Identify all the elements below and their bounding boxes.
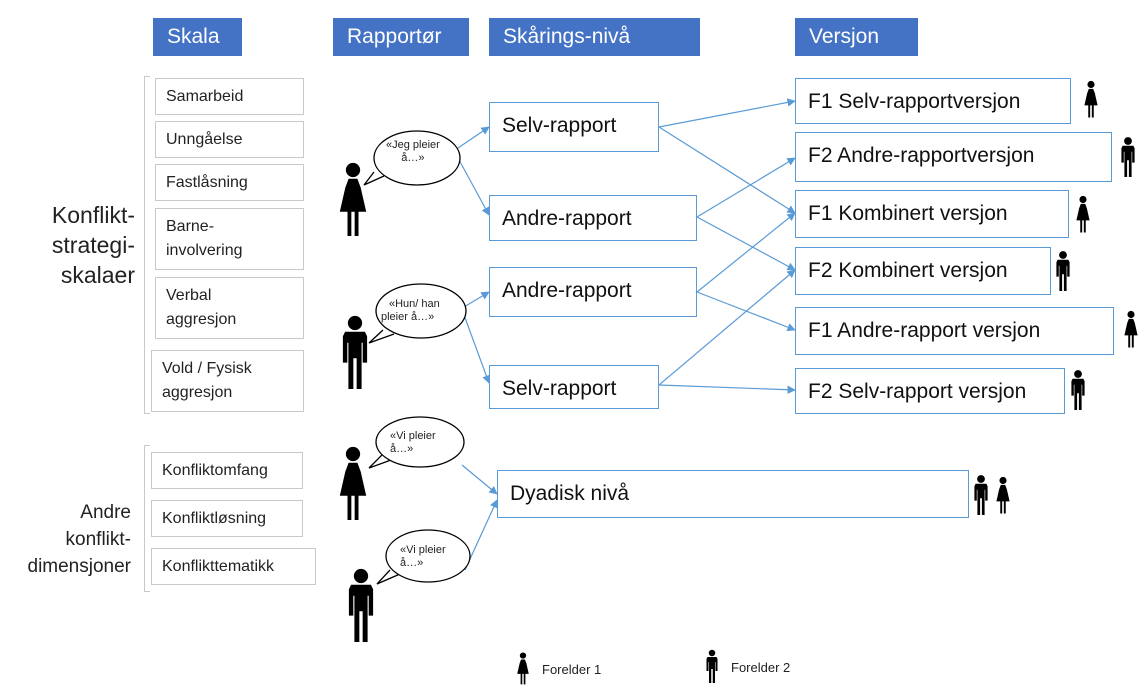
scale-label: Barne-	[166, 218, 215, 235]
group-label-line: konflikt-	[65, 529, 131, 550]
version-f1-andre-rapport: F1 Andre-rapport versjon	[795, 307, 1114, 355]
legend-female-icon	[517, 652, 529, 685]
scale-label: aggresjon	[166, 311, 237, 328]
scale-konflikttematikk: Konflikttematikk	[151, 548, 316, 585]
group-label-konflikt-strategi: Konflikt- strategi- skalaer	[20, 200, 135, 290]
group-label-line: Andre	[80, 502, 131, 523]
scale-vold-fysisk-aggresjon: Vold / Fysisk aggresjon	[151, 350, 304, 412]
header-skarings-niva: Skårings-nivå	[489, 18, 700, 56]
arrow-andre1-to-v4	[696, 216, 796, 271]
legend-forelder-1: Forelder 1	[542, 662, 602, 677]
version-female-icon	[1076, 195, 1090, 233]
version-f2-selv-rapport: F2 Selv-rapport versjon	[795, 368, 1065, 414]
arrow-hun-to-selv	[463, 314, 491, 384]
reporter-female-dyadic-icon	[339, 446, 367, 520]
speech-bubble-4	[376, 569, 401, 585]
bubble-line: å…»	[401, 152, 425, 164]
version-f2-andre-rapport: F2 Andre-rapportversjon	[795, 132, 1112, 182]
bubble-line: «Jeg pleier	[386, 139, 440, 151]
arrow-selv2-to-v6	[658, 384, 796, 394]
version-female-icon	[1124, 310, 1138, 348]
reporter-female-icon	[339, 162, 367, 236]
level-andre-rapport-1: Andre-rapport	[489, 195, 697, 241]
level-andre-rapport-2: Andre-rapport	[489, 267, 697, 317]
bubble-line: «Vi pleier	[390, 430, 436, 442]
version-f1-selv-rapport: F1 Selv-rapportversjon	[795, 78, 1071, 124]
version-f1-kombinert: F1 Kombinert versjon	[795, 190, 1069, 238]
legend-male-icon	[706, 649, 718, 683]
version-male-icon	[1071, 370, 1085, 410]
header-versjon: Versjon	[795, 18, 918, 56]
level-dyadisk: Dyadisk nivå	[497, 470, 969, 518]
group-label-andre-dimensjoner: Andre konflikt- dimensjoner	[4, 499, 132, 580]
header-skala: Skala	[153, 18, 242, 56]
scale-samarbeid: Samarbeid	[155, 78, 304, 115]
scale-label: Vold / Fysisk	[162, 360, 252, 377]
scale-label: aggresjon	[162, 384, 233, 401]
scale-konfliktomfang: Konfliktomfang	[151, 452, 303, 489]
version-f2-kombinert: F2 Kombinert versjon	[795, 247, 1051, 295]
dyadic-female-icon	[996, 476, 1010, 514]
group-label-line: strategi-	[51, 232, 135, 258]
arrow-andre1-to-v2	[696, 157, 796, 218]
version-male-icon	[1121, 137, 1135, 177]
scale-label: Verbal	[166, 287, 212, 304]
version-female-icon	[1084, 80, 1098, 118]
scale-label: Konfliktomfang	[162, 462, 268, 479]
bubble-text-vi-1: «Vi pleier å…»	[390, 430, 436, 456]
bracket-bottom	[144, 445, 150, 592]
bracket-top	[144, 76, 150, 414]
bubble-text-hun-han: «Hun/ han pleier å…»	[381, 298, 440, 324]
bubble-text-vi-2: «Vi pleier å…»	[400, 544, 446, 570]
level-selv-rapport-2: Selv-rapport	[489, 365, 659, 409]
version-male-icon	[1056, 251, 1070, 291]
bubble-line: å…»	[390, 443, 414, 455]
arrow-selv2-to-v4	[658, 269, 796, 386]
bubble-line: «Vi pleier	[400, 544, 446, 556]
dyadic-male-icon	[974, 475, 988, 515]
scale-barneinvolvering: Barne- involvering	[155, 208, 304, 270]
level-selv-rapport-1: Selv-rapport	[489, 102, 659, 152]
scale-unngaelse: Unngåelse	[155, 121, 304, 158]
scale-fastlasning: Fastlåsning	[155, 164, 304, 201]
speech-bubble-2-body	[375, 283, 467, 339]
group-label-line: dimensjoner	[27, 556, 132, 577]
scale-label: Unngåelse	[166, 131, 243, 148]
arrow-jeg-to-andre	[457, 157, 490, 216]
speech-bubble-4-body	[385, 529, 471, 583]
arrow-jeg-to-selv	[457, 126, 490, 149]
arrow-selv1-to-v1	[658, 98, 796, 128]
speech-bubble-1-body	[373, 130, 461, 186]
scale-label: Konfliktløsning	[162, 510, 267, 527]
speech-bubble-1	[363, 171, 385, 186]
speech-bubble-3-body	[375, 416, 465, 468]
reporter-male-dyadic-icon	[348, 568, 374, 642]
legend-forelder-2: Forelder 2	[731, 660, 791, 675]
reporter-male-icon	[342, 315, 368, 389]
group-label-line: Konflikt-	[51, 202, 135, 228]
bubble-text-jeg: «Jeg pleier å…»	[386, 139, 440, 165]
arrow-andre2-to-v3	[696, 212, 796, 293]
header-rapportor: Rapportør	[333, 18, 469, 56]
scale-label: Fastlåsning	[166, 174, 248, 191]
arrow-hun-to-andre	[463, 291, 490, 308]
scale-verbal-aggresjon: Verbal aggresjon	[155, 277, 304, 339]
scale-label: Samarbeid	[166, 88, 244, 105]
arrow-selv1-to-v3	[658, 126, 796, 214]
arrow-vi1-to-dyadisk	[461, 464, 498, 495]
bubble-line: pleier å…»	[381, 311, 435, 323]
group-label-line: skalaer	[60, 262, 135, 288]
scale-konfliktlosning: Konfliktløsning	[151, 500, 303, 537]
scale-label: Konflikttematikk	[162, 558, 275, 575]
bubble-line: å…»	[400, 557, 424, 569]
scale-label: involvering	[166, 242, 243, 259]
speech-bubble-2	[368, 329, 395, 344]
bubble-line: «Hun/ han	[389, 298, 440, 310]
